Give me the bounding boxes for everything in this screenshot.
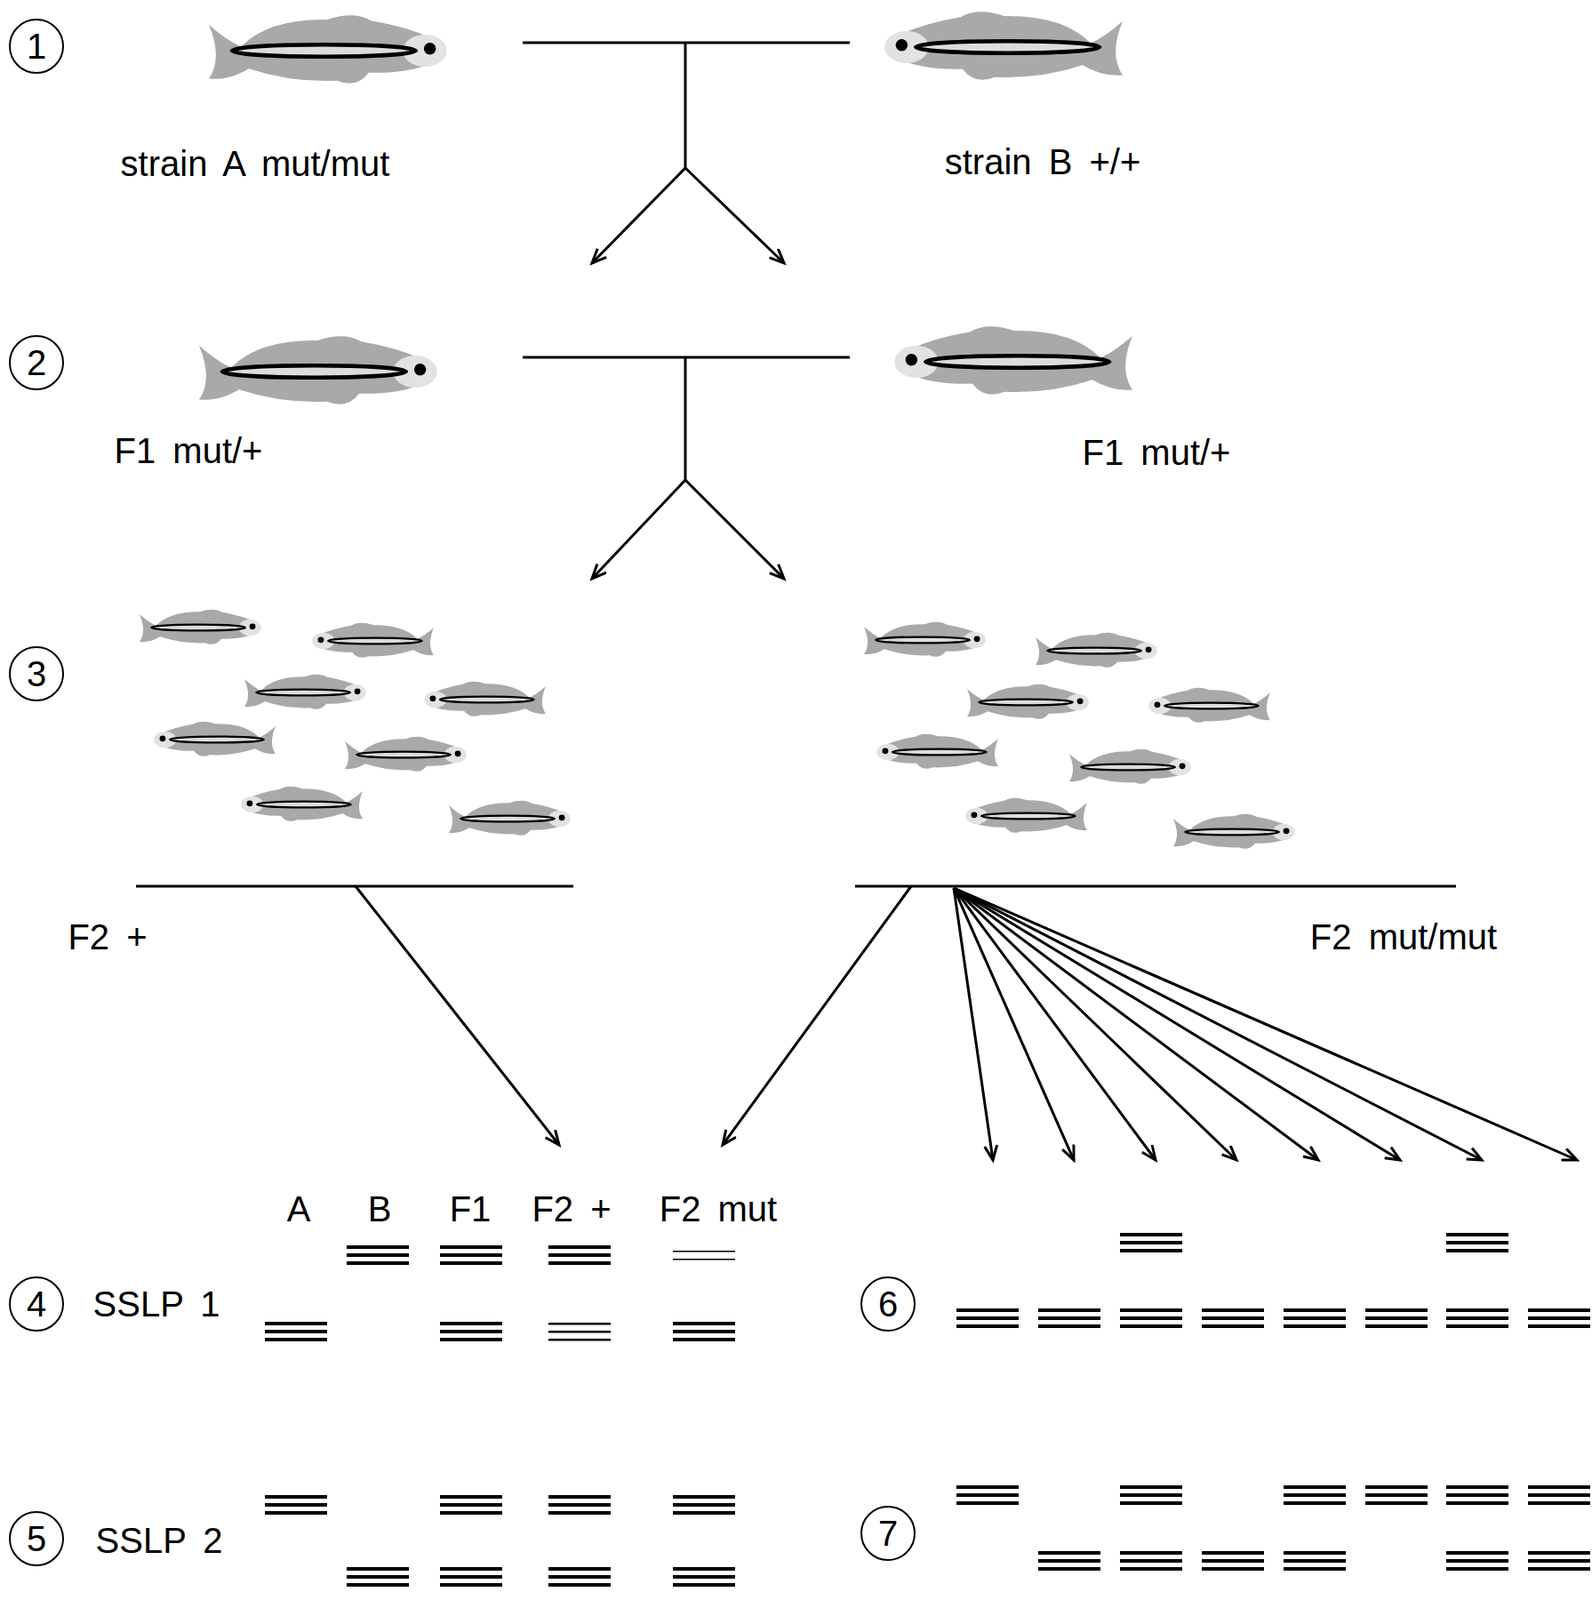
gel-band [1120, 1551, 1183, 1571]
gel-band [1038, 1551, 1101, 1571]
lane-header: B [368, 1191, 392, 1227]
cross-lines [522, 357, 850, 579]
fish-icon [967, 684, 1089, 720]
fish-icon [208, 15, 448, 83]
fish-icon [199, 336, 438, 404]
gel-band [548, 1495, 611, 1515]
fish-icon [448, 800, 571, 836]
fish-icon [139, 609, 262, 645]
gel-band [548, 1322, 611, 1342]
gel-band [1528, 1551, 1591, 1571]
step-number: 1 [26, 28, 47, 64]
gel-band [1038, 1308, 1101, 1328]
gel-band [1446, 1232, 1509, 1253]
step-circle: 6 [860, 1276, 916, 1332]
step-number: 6 [878, 1286, 898, 1322]
fish-icon [344, 736, 467, 772]
gel-band [956, 1308, 1019, 1328]
gel-band [1528, 1485, 1591, 1505]
gel-band [264, 1321, 328, 1342]
gel-band [956, 1485, 1019, 1505]
gel-band [1283, 1551, 1346, 1571]
generation-label: F1 mut/+ [114, 432, 264, 469]
step-circle: 2 [8, 335, 64, 391]
fish-icon [244, 674, 367, 710]
step-number: 4 [26, 1286, 47, 1322]
fish-icon [1035, 632, 1158, 668]
gel-band [264, 1495, 328, 1515]
gel-band [548, 1245, 611, 1265]
step-number: 3 [26, 656, 47, 692]
step-number: 5 [26, 1520, 47, 1557]
generation-label: F1 mut/+ [1082, 434, 1232, 471]
gel-band [1365, 1308, 1428, 1328]
lane-header: F1 [449, 1191, 492, 1227]
gel-band [1446, 1308, 1509, 1328]
fish-icon [1173, 814, 1296, 849]
gel-band [1120, 1232, 1183, 1253]
step-circle: 3 [8, 646, 64, 702]
gel-band [1120, 1485, 1183, 1505]
fish-icon [965, 798, 1088, 833]
gel-band [548, 1567, 611, 1587]
gel-band [1201, 1308, 1264, 1328]
gel-band [1446, 1551, 1509, 1571]
cross-lines [522, 42, 850, 264]
fish-icon [424, 681, 546, 717]
gel-band [1446, 1485, 1509, 1505]
strain-label: strain B +/+ [944, 144, 1142, 180]
gel-band [440, 1495, 503, 1515]
fish-icon [240, 786, 363, 822]
step-number: 2 [26, 344, 47, 381]
gel-band [440, 1245, 503, 1265]
pool-label: F2 mut/mut [1310, 919, 1497, 955]
gel-band [672, 1495, 736, 1515]
fish-icon [864, 622, 986, 657]
fish-icon [1148, 688, 1271, 723]
fish-icon [876, 734, 999, 769]
step-circle: 5 [8, 1511, 64, 1567]
fish-icon [312, 623, 434, 658]
lane-header: F2 mut [659, 1191, 777, 1227]
gel-band [440, 1567, 503, 1587]
pool-label: F2 + [67, 919, 147, 955]
gel-band [1528, 1308, 1591, 1328]
gel-band [1201, 1551, 1264, 1571]
gel-band [1283, 1485, 1346, 1505]
strain-label: strain A mut/mut [120, 145, 391, 182]
step-number: 7 [878, 1515, 898, 1552]
fish-icon [153, 721, 276, 757]
lane-header: A [287, 1191, 312, 1227]
step-circle: 4 [8, 1276, 64, 1332]
gel-band [672, 1567, 736, 1587]
gel-band [1120, 1308, 1183, 1328]
marker-label: SSLP 2 [96, 1522, 224, 1559]
gel-band [346, 1245, 409, 1265]
step-circle: 7 [860, 1505, 916, 1561]
fish-icon [884, 11, 1123, 80]
gel-band [1365, 1485, 1428, 1505]
step-circle: 1 [8, 18, 64, 74]
fish-icon [1069, 749, 1192, 784]
gel-band [440, 1321, 503, 1342]
gel-band [672, 1321, 736, 1342]
gel-band [672, 1250, 736, 1261]
pool-lines [136, 886, 1577, 1160]
fish-icon [894, 326, 1133, 394]
gel-band [1283, 1308, 1346, 1328]
gel-band [346, 1567, 409, 1587]
lane-header: F2 + [531, 1191, 611, 1227]
marker-label: SSLP 1 [93, 1286, 221, 1322]
